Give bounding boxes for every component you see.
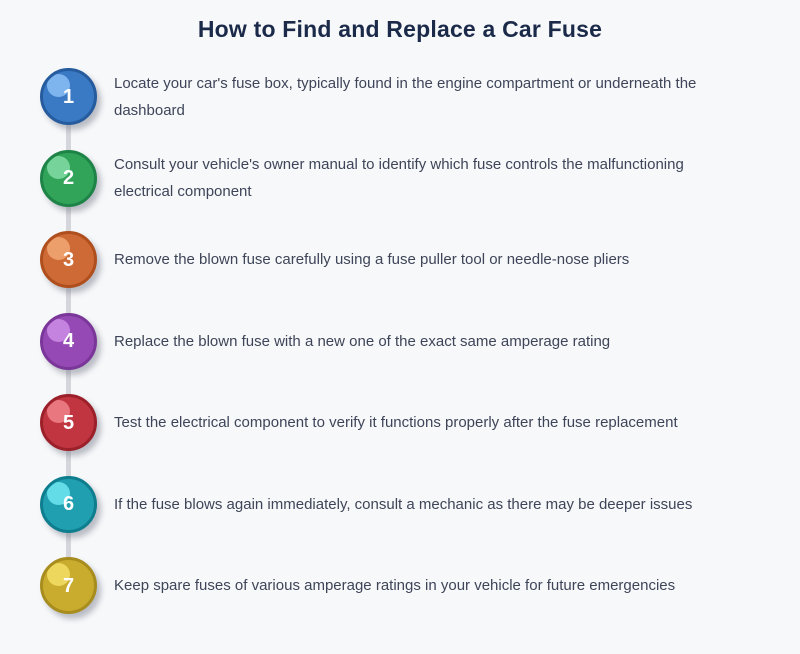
step-number: 1 <box>62 85 75 108</box>
step-number: 2 <box>62 167 75 190</box>
step-number: 4 <box>62 330 75 353</box>
step-circle-2: 2 <box>40 149 97 207</box>
step-circle-3: 3 <box>40 231 97 289</box>
step-item-7: 7 Keep spare fuses of various amperage r… <box>40 545 706 627</box>
step-description: Locate your car's fuse box, typically fo… <box>114 74 697 119</box>
step-description: Replace the blown fuse with a new one of… <box>114 332 611 350</box>
step-circle-7: 7 <box>40 557 97 615</box>
step-description: Consult your vehicle's owner manual to i… <box>114 156 684 201</box>
circle-highlight-icon <box>47 481 70 505</box>
step-number: 6 <box>62 493 75 516</box>
circle-highlight-icon <box>47 563 70 587</box>
step-item-6: 6 If the fuse blows again immediately, c… <box>40 464 706 546</box>
step-description: Test the electrical component to verify … <box>114 414 678 432</box>
step-circle-6: 6 <box>40 475 97 533</box>
step-description: Remove the blown fuse carefully using a … <box>114 251 630 269</box>
step-number: 7 <box>62 574 75 597</box>
step-description: Keep spare fuses of various amperage rat… <box>114 577 676 595</box>
step-item-4: 4 Replace the blown fuse with a new one … <box>40 301 706 383</box>
steps-list: 1 Locate your car's fuse box, typically … <box>40 56 706 627</box>
step-item-2: 2 Consult your vehicle's owner manual to… <box>40 138 706 220</box>
step-circle-5: 5 <box>40 394 97 452</box>
step-item-5: 5 Test the electrical component to verif… <box>40 382 706 464</box>
circle-highlight-icon <box>47 155 70 179</box>
circle-highlight-icon <box>47 318 70 342</box>
circle-highlight-icon <box>47 74 70 98</box>
step-circle-1: 1 <box>40 68 97 126</box>
step-description: If the fuse blows again immediately, con… <box>114 495 693 513</box>
circle-highlight-icon <box>47 400 70 424</box>
step-circle-4: 4 <box>40 312 97 370</box>
step-item-1: 1 Locate your car's fuse box, typically … <box>40 56 706 138</box>
step-item-3: 3 Remove the blown fuse carefully using … <box>40 219 706 301</box>
step-number: 5 <box>62 411 75 434</box>
circle-highlight-icon <box>47 237 70 261</box>
step-number: 3 <box>62 248 75 271</box>
page-title: How to Find and Replace a Car Fuse <box>197 16 603 42</box>
